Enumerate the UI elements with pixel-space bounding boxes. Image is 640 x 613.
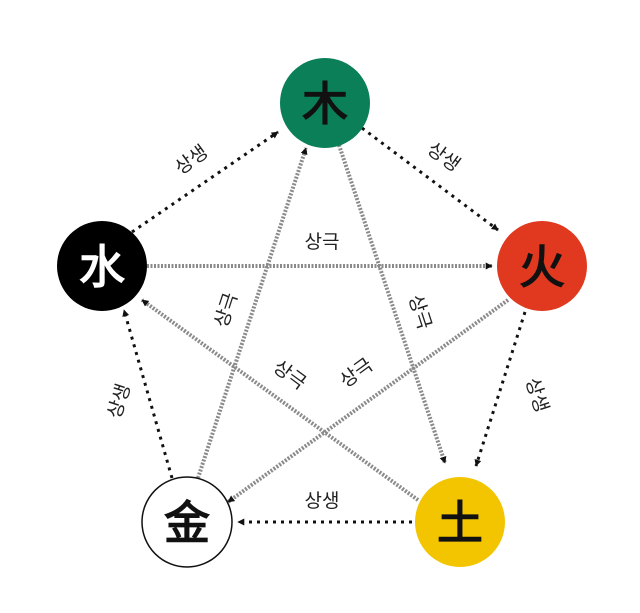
overcoming-label-water-fire: 상극 bbox=[305, 231, 340, 253]
overcoming-arrow-fire-metal bbox=[226, 298, 510, 504]
generating-label-earth-metal: 상생 bbox=[305, 490, 340, 512]
generating-label-water-wood: 상생 bbox=[171, 141, 212, 179]
overcoming-label-wood-earth: 상극 bbox=[404, 292, 436, 332]
generating-label-metal-water: 상생 bbox=[103, 381, 135, 421]
water-character: 水 bbox=[79, 240, 126, 294]
overcoming-label-fire-metal: 상극 bbox=[336, 354, 377, 392]
fire-node: 火 bbox=[497, 221, 587, 311]
wood-node: 木 bbox=[280, 58, 370, 148]
generating-label-fire-earth: 상생 bbox=[521, 375, 553, 415]
generating-arrow-fire-earth bbox=[474, 311, 527, 467]
overcoming-arrow-earth-water bbox=[140, 298, 420, 502]
metal-character: 金 bbox=[163, 496, 211, 550]
overcoming-label-metal-wood: 상극 bbox=[210, 290, 242, 330]
wood-character: 木 bbox=[302, 77, 348, 131]
water-node: 水 bbox=[57, 221, 147, 311]
generating-label-wood-fire: 상생 bbox=[423, 138, 464, 176]
generating-arrow-metal-water bbox=[122, 309, 174, 479]
earth-character: 土 bbox=[437, 496, 483, 550]
earth-node: 土 bbox=[415, 477, 505, 567]
overcoming-label-earth-water: 상극 bbox=[269, 356, 310, 394]
overcoming-arrow-metal-wood bbox=[196, 147, 308, 479]
generating-arrow-wood-fire bbox=[361, 126, 499, 232]
fire-character: 火 bbox=[519, 240, 565, 294]
generating-arrow-water-wood bbox=[131, 130, 279, 234]
metal-node: 金 bbox=[141, 476, 233, 568]
